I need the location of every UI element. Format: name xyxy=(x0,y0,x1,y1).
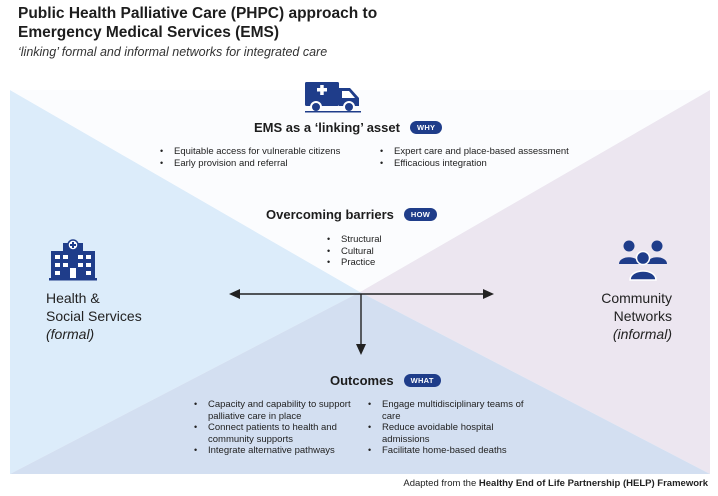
informal-line3: (informal) xyxy=(612,326,672,342)
what-left-list: Capacity and capability to support palli… xyxy=(194,399,362,457)
source-attribution: Adapted from the Healthy End of Life Par… xyxy=(403,478,708,489)
how-heading-text: Overcoming barriers xyxy=(266,207,394,222)
footer-prefix: Adapted from the xyxy=(403,478,479,489)
why-right-list: Expert care and place-based assessment E… xyxy=(380,146,569,169)
list-item: Efficacious integration xyxy=(380,158,569,170)
footer-framework-name: Healthy End of Life Partnership (HELP) F… xyxy=(478,478,708,489)
list-item: Capacity and capability to support palli… xyxy=(194,399,362,422)
list-item: Connect patients to health and community… xyxy=(194,422,362,445)
page-subtitle: ‘linking’ formal and informal networks f… xyxy=(18,45,328,59)
list-item: Cultural xyxy=(327,246,382,258)
how-heading: Overcoming barriers HOW xyxy=(266,207,438,222)
formal-line1: Health & xyxy=(46,290,100,306)
list-item: Expert care and place-based assessment xyxy=(380,146,569,158)
why-badge: WHY xyxy=(409,121,443,134)
hospital-icon xyxy=(49,239,97,281)
list-item: Facilitate home-based deaths xyxy=(368,445,533,457)
page-title: Public Health Palliative Care (PHPC) app… xyxy=(18,5,378,41)
what-heading-text: Outcomes xyxy=(330,373,394,388)
list-item: Reduce avoidable hospital admissions xyxy=(368,422,533,445)
list-item: Equitable access for vulnerable citizens xyxy=(160,146,340,158)
list-item: Early provision and referral xyxy=(160,158,340,170)
informal-networks-label: Community Networks (informal) xyxy=(601,289,672,343)
how-list: Structural Cultural Practice xyxy=(327,234,382,269)
formal-line2: Social Services xyxy=(46,308,142,324)
ambulance-icon xyxy=(305,82,361,113)
why-left-list: Equitable access for vulnerable citizens… xyxy=(160,146,340,169)
formal-line3: (formal) xyxy=(46,326,95,342)
formal-services-label: Health & Social Services (formal) xyxy=(46,289,142,343)
how-badge: HOW xyxy=(403,208,438,221)
what-right-list: Engage multidisciplinary teams of care R… xyxy=(368,399,533,457)
list-item: Practice xyxy=(327,257,382,269)
list-item: Integrate alternative pathways xyxy=(194,445,362,457)
why-heading-text: EMS as a ‘linking’ asset xyxy=(254,120,400,135)
informal-line1: Community xyxy=(601,290,672,306)
list-item: Structural xyxy=(327,234,382,246)
list-item: Engage multidisciplinary teams of care xyxy=(368,399,533,422)
community-group-icon xyxy=(619,240,667,281)
what-badge: WHAT xyxy=(403,374,441,387)
why-heading: EMS as a ‘linking’ asset WHY xyxy=(254,120,443,135)
what-heading: Outcomes WHAT xyxy=(330,373,441,388)
informal-line2: Networks xyxy=(613,308,672,324)
